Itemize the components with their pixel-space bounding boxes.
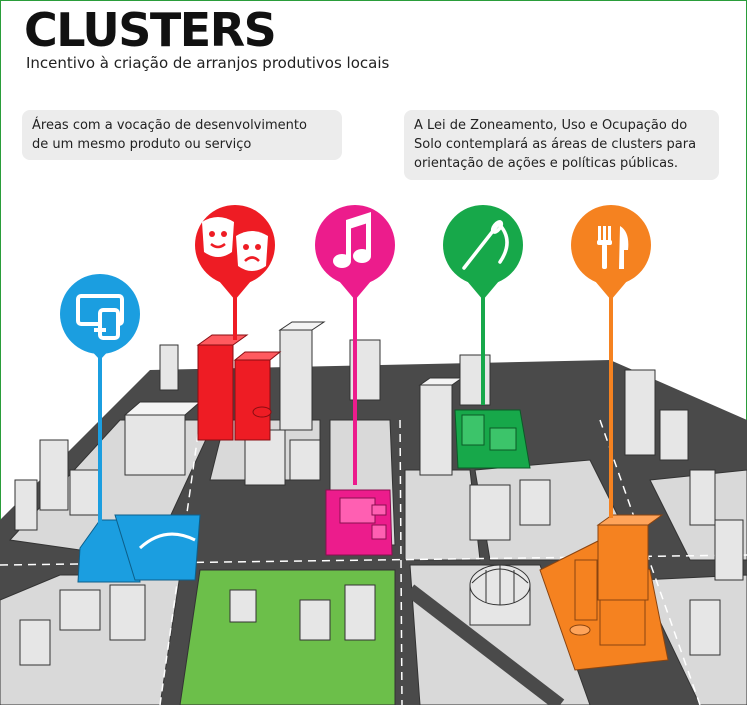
callout-vocation: Áreas com a vocação de desenvolvimento d… xyxy=(22,110,342,160)
music-note-icon xyxy=(333,212,371,268)
dome-building xyxy=(469,564,531,626)
devices-icon xyxy=(76,294,124,340)
pin-textile xyxy=(443,205,523,405)
pin-arts xyxy=(195,205,275,340)
callout-zoning-line-3: orientação de ações e políticas públicas… xyxy=(414,156,679,171)
callout-zoning-line-2: Solo contemplará as áreas de clusters pa… xyxy=(414,137,697,152)
city-buildings xyxy=(14,321,744,666)
theater-masks-icon xyxy=(202,217,268,271)
page-subtitle: Incentivo à criação de arranjos produtiv… xyxy=(26,54,390,72)
pin-digital xyxy=(60,274,140,552)
callout-zoning-law: A Lei de Zoneamento, Uso e Ocupação do S… xyxy=(404,110,719,180)
cluster-zone-arts xyxy=(196,334,282,441)
cluster-zone-digital xyxy=(77,514,201,583)
cluster-zone-textile xyxy=(454,409,531,469)
sewing-needle-icon xyxy=(462,220,509,270)
cluster-zone-music xyxy=(325,489,393,556)
callout-vocation-line-1: Áreas com a vocação de desenvolvimento xyxy=(32,118,307,133)
pin-gastronomy xyxy=(571,205,651,518)
fork-knife-icon xyxy=(597,226,629,269)
callout-vocation-line-2: de um mesmo produto ou serviço xyxy=(32,137,252,152)
pin-music xyxy=(315,205,395,485)
cluster-zone-gastronomy xyxy=(539,514,669,671)
page-title: CLUSTERS xyxy=(24,3,277,57)
callout-zoning-line-1: A Lei de Zoneamento, Uso e Ocupação do xyxy=(414,118,688,133)
